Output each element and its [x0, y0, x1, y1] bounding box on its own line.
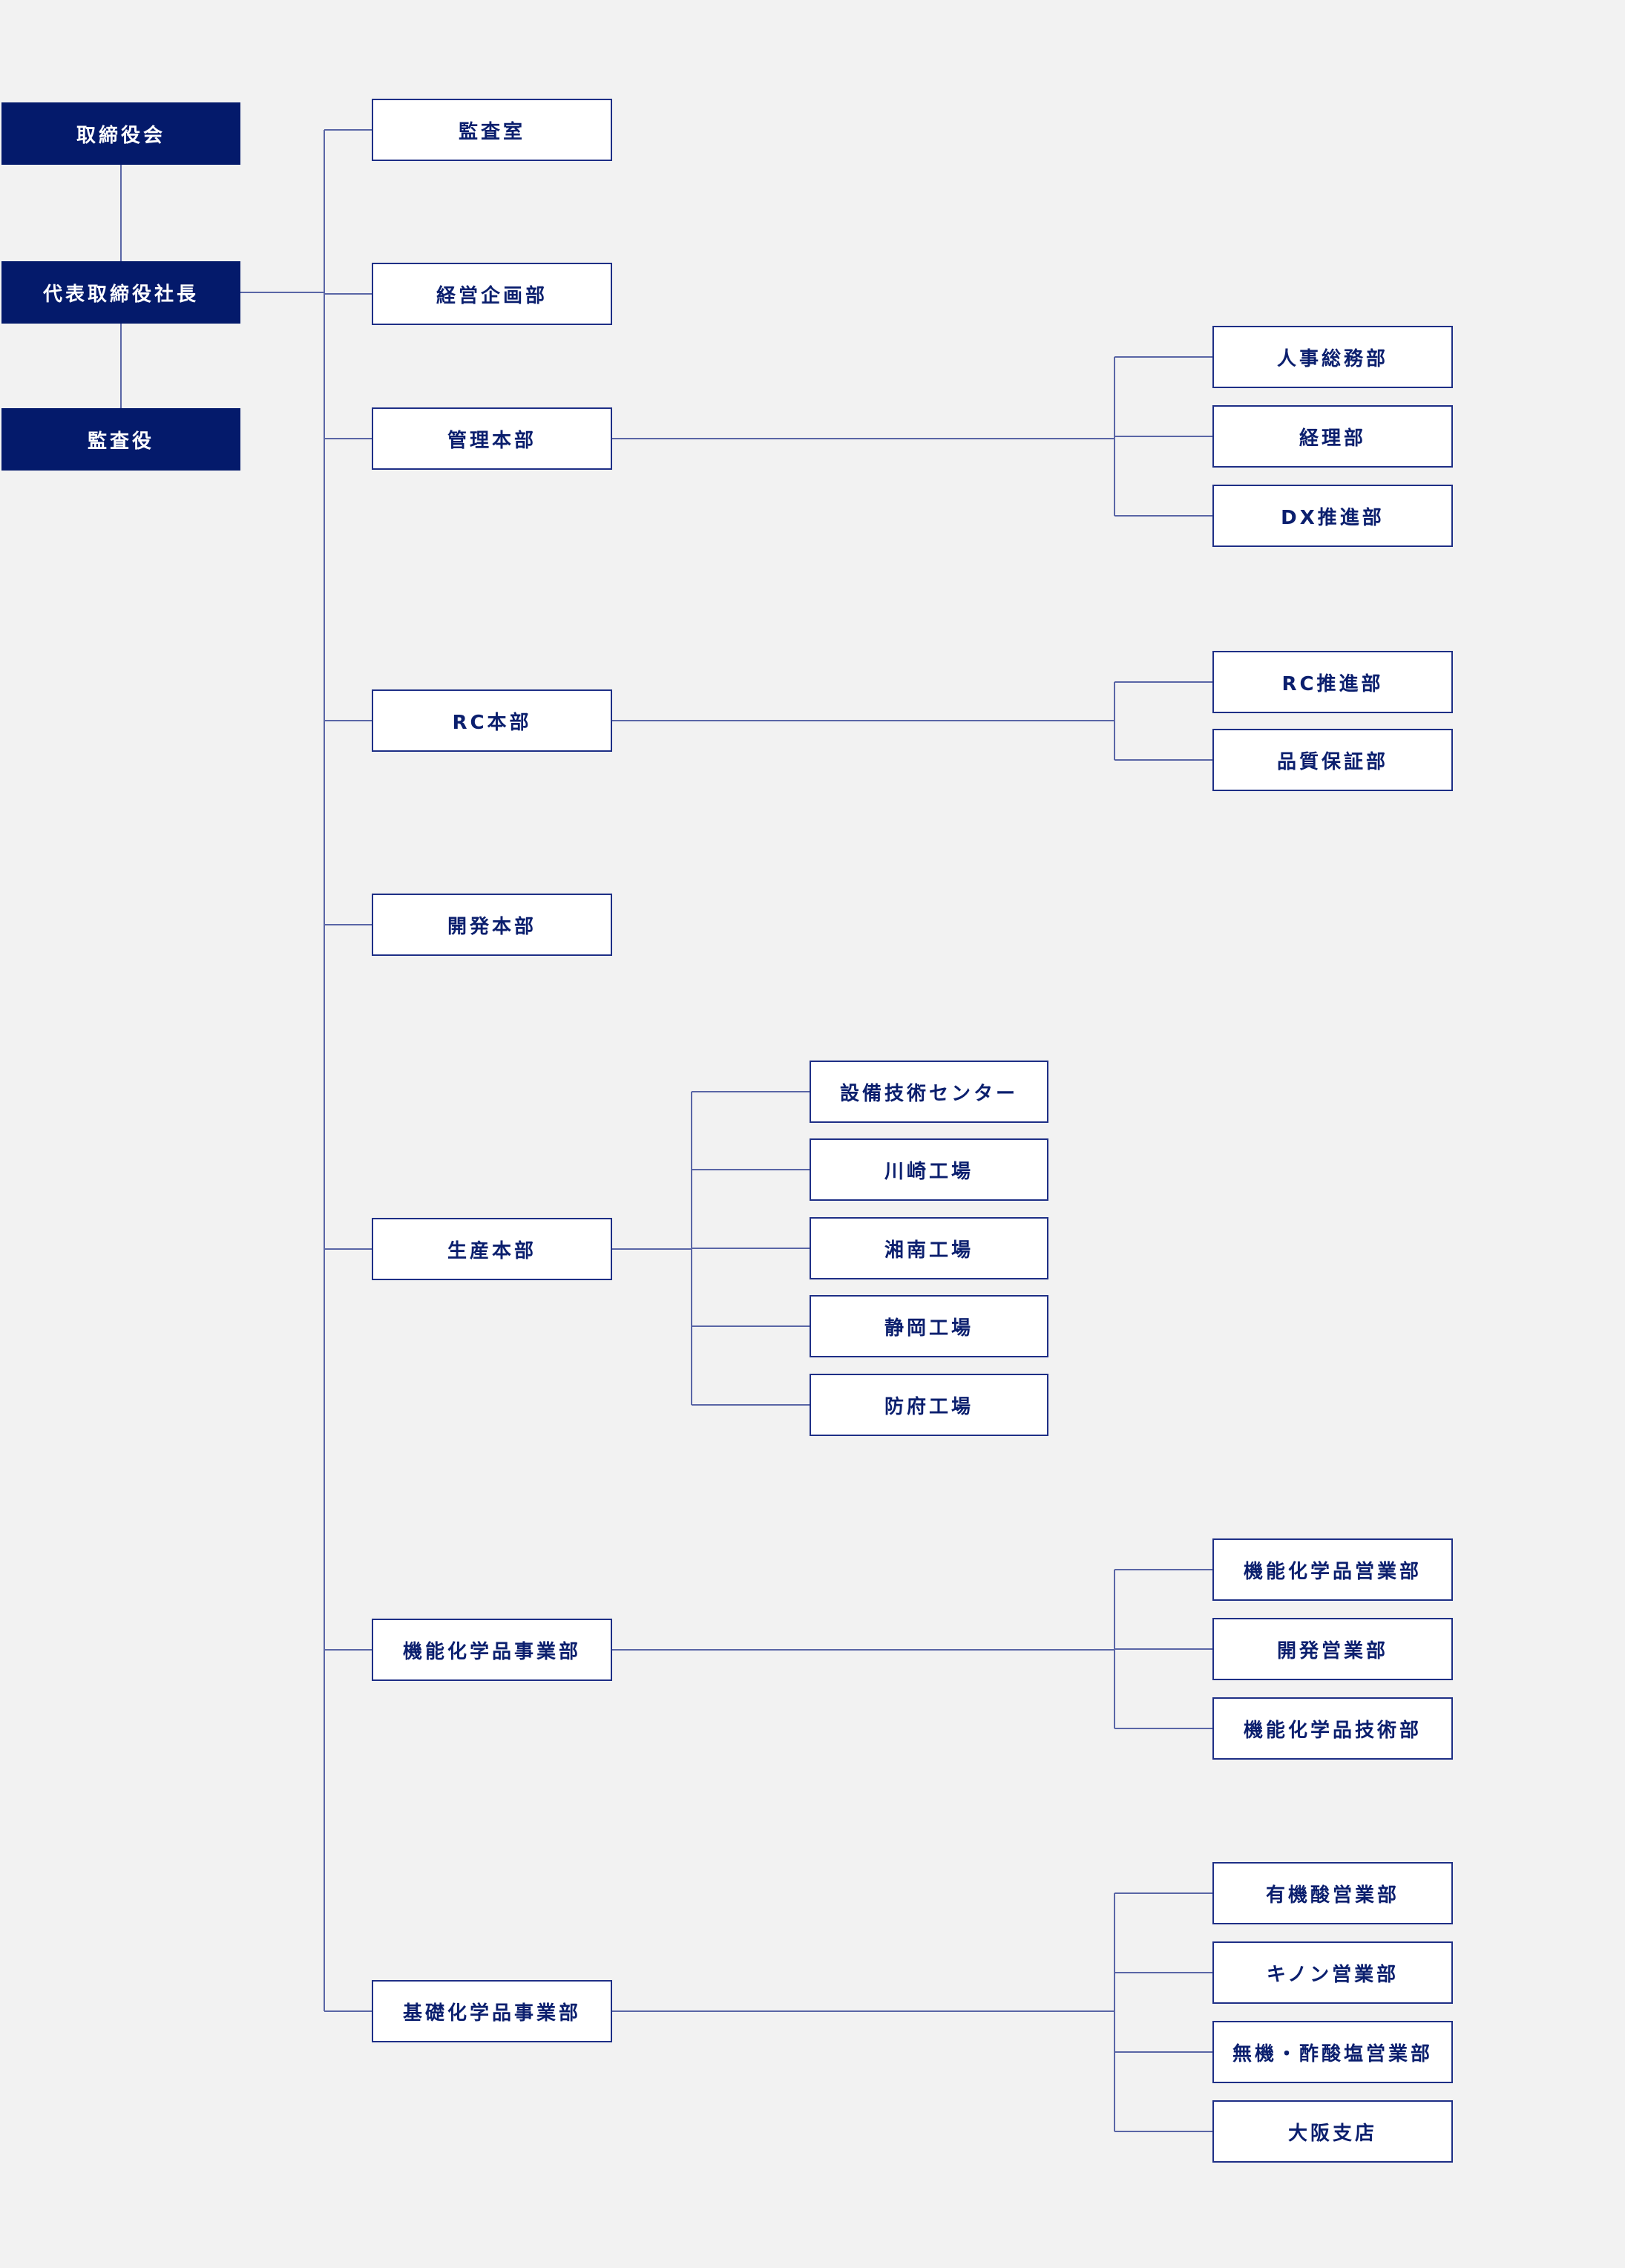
sub-department-box: キノン営業部: [1212, 1941, 1453, 2004]
auditor-box: 監査役: [1, 408, 240, 471]
sub-department-box: 設備技術センター: [810, 1061, 1048, 1123]
sub-department-box: DX推進部: [1212, 485, 1453, 547]
sub-department-box: 川崎工場: [810, 1138, 1048, 1201]
board-of-directors-box: 取締役会: [1, 102, 240, 165]
sub-department-box: 経理部: [1212, 405, 1453, 468]
division-box: 経営企画部: [372, 263, 612, 325]
sub-department-box: 開発営業部: [1212, 1618, 1453, 1680]
sub-department-box: RC推進部: [1212, 651, 1453, 713]
sub-department-box: 静岡工場: [810, 1295, 1048, 1357]
division-box: 監査室: [372, 99, 612, 161]
sub-department-box: 人事総務部: [1212, 326, 1453, 388]
division-box: RC本部: [372, 689, 612, 752]
division-box: 基礎化学品事業部: [372, 1980, 612, 2042]
division-box: 生産本部: [372, 1218, 612, 1280]
division-box: 管理本部: [372, 407, 612, 470]
sub-department-box: 機能化学品技術部: [1212, 1697, 1453, 1760]
sub-department-box: 湘南工場: [810, 1217, 1048, 1279]
sub-department-box: 有機酸営業部: [1212, 1862, 1453, 1924]
sub-department-box: 無機・酢酸塩営業部: [1212, 2021, 1453, 2083]
division-box: 機能化学品事業部: [372, 1619, 612, 1681]
sub-department-box: 防府工場: [810, 1374, 1048, 1436]
sub-department-box: 機能化学品営業部: [1212, 1538, 1453, 1601]
president-box: 代表取締役社長: [1, 261, 240, 324]
division-box: 開発本部: [372, 894, 612, 956]
sub-department-box: 品質保証部: [1212, 729, 1453, 791]
sub-department-box: 大阪支店: [1212, 2100, 1453, 2163]
